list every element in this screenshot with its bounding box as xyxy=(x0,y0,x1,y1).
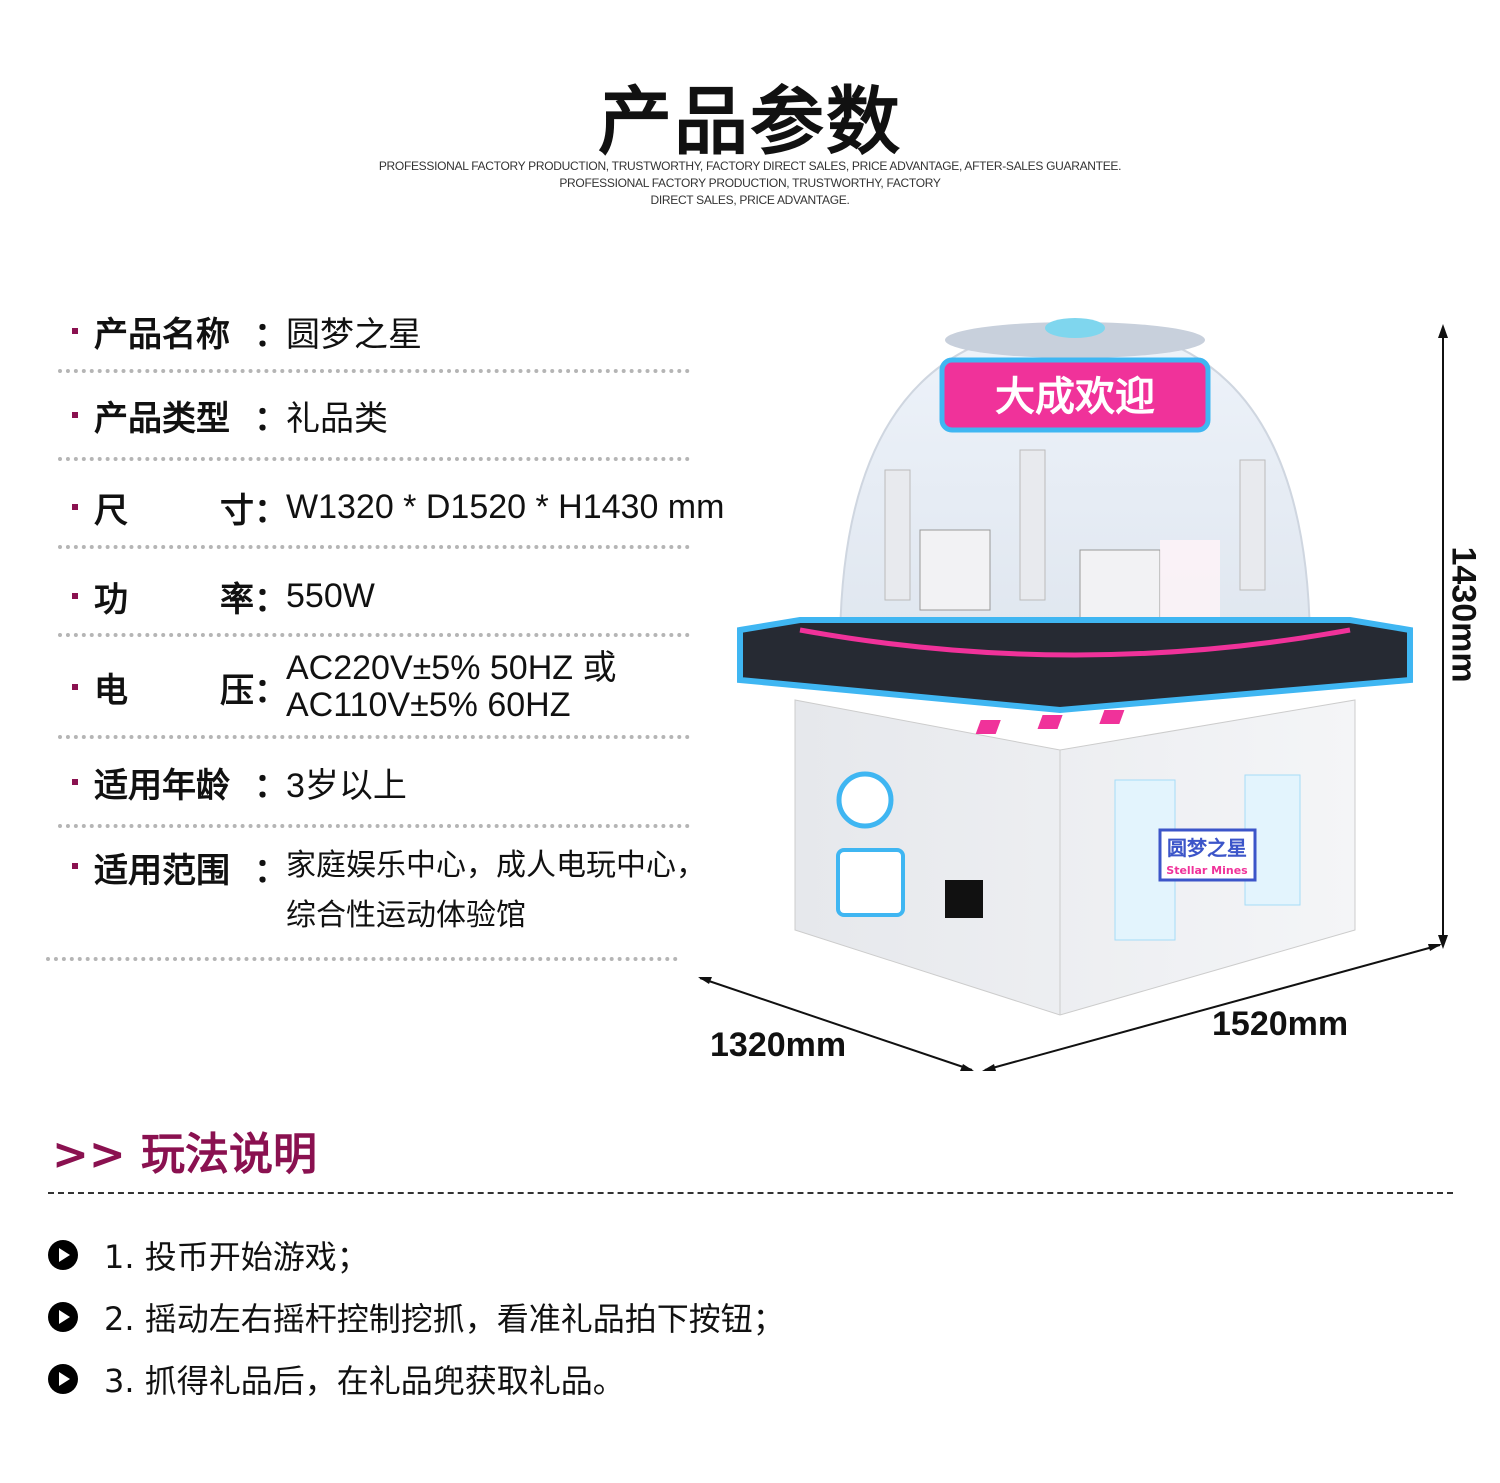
step-text: 2. 摇动左右摇杆控制挖抓，看准礼品拍下按钮； xyxy=(104,1300,785,1338)
divider xyxy=(46,957,678,961)
spec-value: 550W xyxy=(286,576,375,615)
spec-value: 礼品类 xyxy=(286,399,388,438)
banner-text: 大成欢迎 xyxy=(995,374,1155,420)
spec-colon: ： xyxy=(254,490,288,531)
bullet-icon xyxy=(72,412,78,418)
width-dimension-label: 1320mm xyxy=(710,1026,847,1064)
bullet-icon xyxy=(72,684,78,690)
height-dimension-label: 1430mm xyxy=(1444,546,1483,683)
spec-label: 适用年龄 xyxy=(94,765,230,806)
spec-value: AC110V±5% 60HZ xyxy=(286,686,571,724)
spec-value: 家庭娱乐中心，成人电玩中心， xyxy=(286,849,706,882)
product-image: 大成欢迎 圆梦之星 Stellar Mines xyxy=(698,318,1448,1071)
divider xyxy=(58,633,690,637)
spec-label: 适用范围 xyxy=(94,851,230,891)
spec-row-name: 产品名称 ： 圆梦之星 xyxy=(72,307,422,355)
spec-colon: ： xyxy=(254,670,288,711)
step-item: 1. 投币开始游戏； xyxy=(48,1232,369,1278)
spec-value: 圆梦之星 xyxy=(286,315,422,354)
table-top xyxy=(737,617,1413,714)
divider xyxy=(58,369,690,373)
divider xyxy=(48,1192,1453,1194)
spec-row-power: 功率： 550W xyxy=(72,572,375,620)
spec-colon: ： xyxy=(254,851,288,891)
play-icon xyxy=(48,1302,78,1332)
spec-row-size: 尺寸： W1320 * D1520 * H1430 mm xyxy=(72,483,724,531)
step-item: 2. 摇动左右摇杆控制挖抓，看准礼品拍下按钮； xyxy=(48,1294,785,1340)
depth-dimension-label: 1520mm xyxy=(1212,1005,1349,1043)
spec-colon: ： xyxy=(254,314,288,355)
spec-colon: ： xyxy=(254,765,288,806)
spec-row-type: 产品类型 ： 礼品类 xyxy=(72,391,388,439)
bullet-icon xyxy=(72,328,78,334)
dimension-lines xyxy=(699,328,1444,1071)
svg-text:Stellar Mines: Stellar Mines xyxy=(1166,864,1248,877)
spec-colon: ： xyxy=(254,579,288,620)
spec-row-scope: 适用范围 ： 家庭娱乐中心，成人电玩中心， 综合性运动体验馆 xyxy=(72,843,706,932)
machine-logo: 圆梦之星 xyxy=(1167,836,1247,860)
spec-value: 3岁以上 xyxy=(286,766,407,805)
spec-value: W1320 * D1520 * H1430 mm xyxy=(286,487,725,526)
spec-colon: ： xyxy=(254,398,288,439)
spec-value: AC220V±5% 50HZ 或 xyxy=(286,649,617,687)
play-icon xyxy=(48,1240,78,1270)
step-item: 3. 抓得礼品后，在礼品兜获取礼品。 xyxy=(48,1356,625,1402)
spec-value: 综合性运动体验馆 xyxy=(286,899,526,932)
step-text: 1. 投币开始游戏； xyxy=(104,1238,369,1276)
bullet-icon xyxy=(72,593,78,599)
divider xyxy=(58,457,690,461)
spec-row-voltage: 电压： AC220V±5% 50HZ 或 AC110V±5% 60HZ xyxy=(72,650,616,724)
page-title: 产品参数 xyxy=(598,79,902,165)
play-instructions-title: >> 玩法说明 xyxy=(52,1129,318,1180)
spec-label: 产品名称 xyxy=(94,314,230,355)
bullet-icon xyxy=(72,504,78,510)
bullet-icon xyxy=(72,779,78,785)
spec-row-age: 适用年龄 ： 3岁以上 xyxy=(72,758,407,806)
subtitle-line: PROFESSIONAL FACTORY PRODUCTION, TRUSTWO… xyxy=(559,176,941,190)
divider xyxy=(58,545,690,549)
spec-label: 电压 xyxy=(94,670,254,711)
subtitle-line: PROFESSIONAL FACTORY PRODUCTION, TRUSTWO… xyxy=(378,159,1122,173)
divider xyxy=(58,735,690,739)
bullet-icon xyxy=(72,863,78,869)
divider xyxy=(58,824,690,828)
spec-label: 产品类型 xyxy=(94,398,230,439)
banner xyxy=(939,357,1211,433)
step-text: 3. 抓得礼品后，在礼品兜获取礼品。 xyxy=(104,1362,625,1400)
subtitle-line: DIRECT SALES, PRICE ADVANTAGE. xyxy=(650,193,850,207)
spec-label: 功率 xyxy=(94,579,254,620)
spec-label: 尺寸 xyxy=(94,490,254,531)
play-icon xyxy=(48,1364,78,1394)
